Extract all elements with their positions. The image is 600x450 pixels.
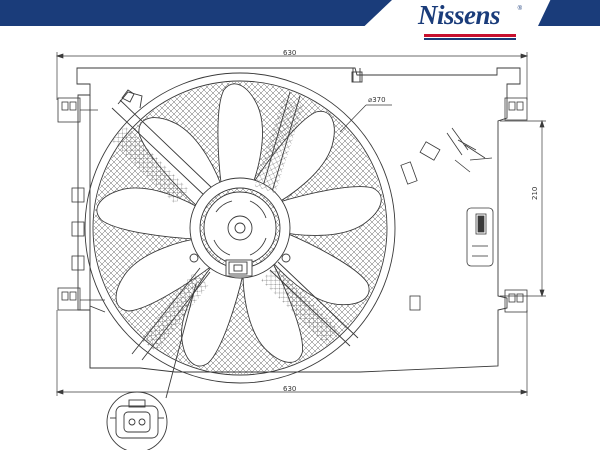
brand-logo-text: Nissens (418, 0, 501, 30)
diameter-leader (339, 104, 392, 133)
strut-hatching (111, 98, 339, 353)
logo-stripe-blue (424, 38, 516, 40)
side-height-label: 210 (531, 186, 539, 200)
fan-shroud-frame (76, 67, 521, 373)
side-dimension-line (500, 119, 546, 298)
brand-registered-mark: ® (517, 6, 522, 12)
shroud-ribs (400, 127, 493, 311)
header-banner-left (0, 0, 392, 26)
brand-logo: Nissens ® (418, 0, 526, 44)
top-width-label: 630 (283, 49, 297, 57)
bottom-width-label: 630 (283, 385, 297, 393)
logo-stripe-red (424, 34, 516, 37)
fan-diameter-label: ⌀370 (368, 96, 386, 104)
right-mounting-clips (466, 97, 528, 313)
left-mounting-clips (57, 97, 106, 313)
motor-connector (228, 261, 248, 275)
top-dimension-line (55, 52, 529, 100)
connector-detail (106, 283, 197, 450)
fan-outer-ring (84, 72, 396, 384)
